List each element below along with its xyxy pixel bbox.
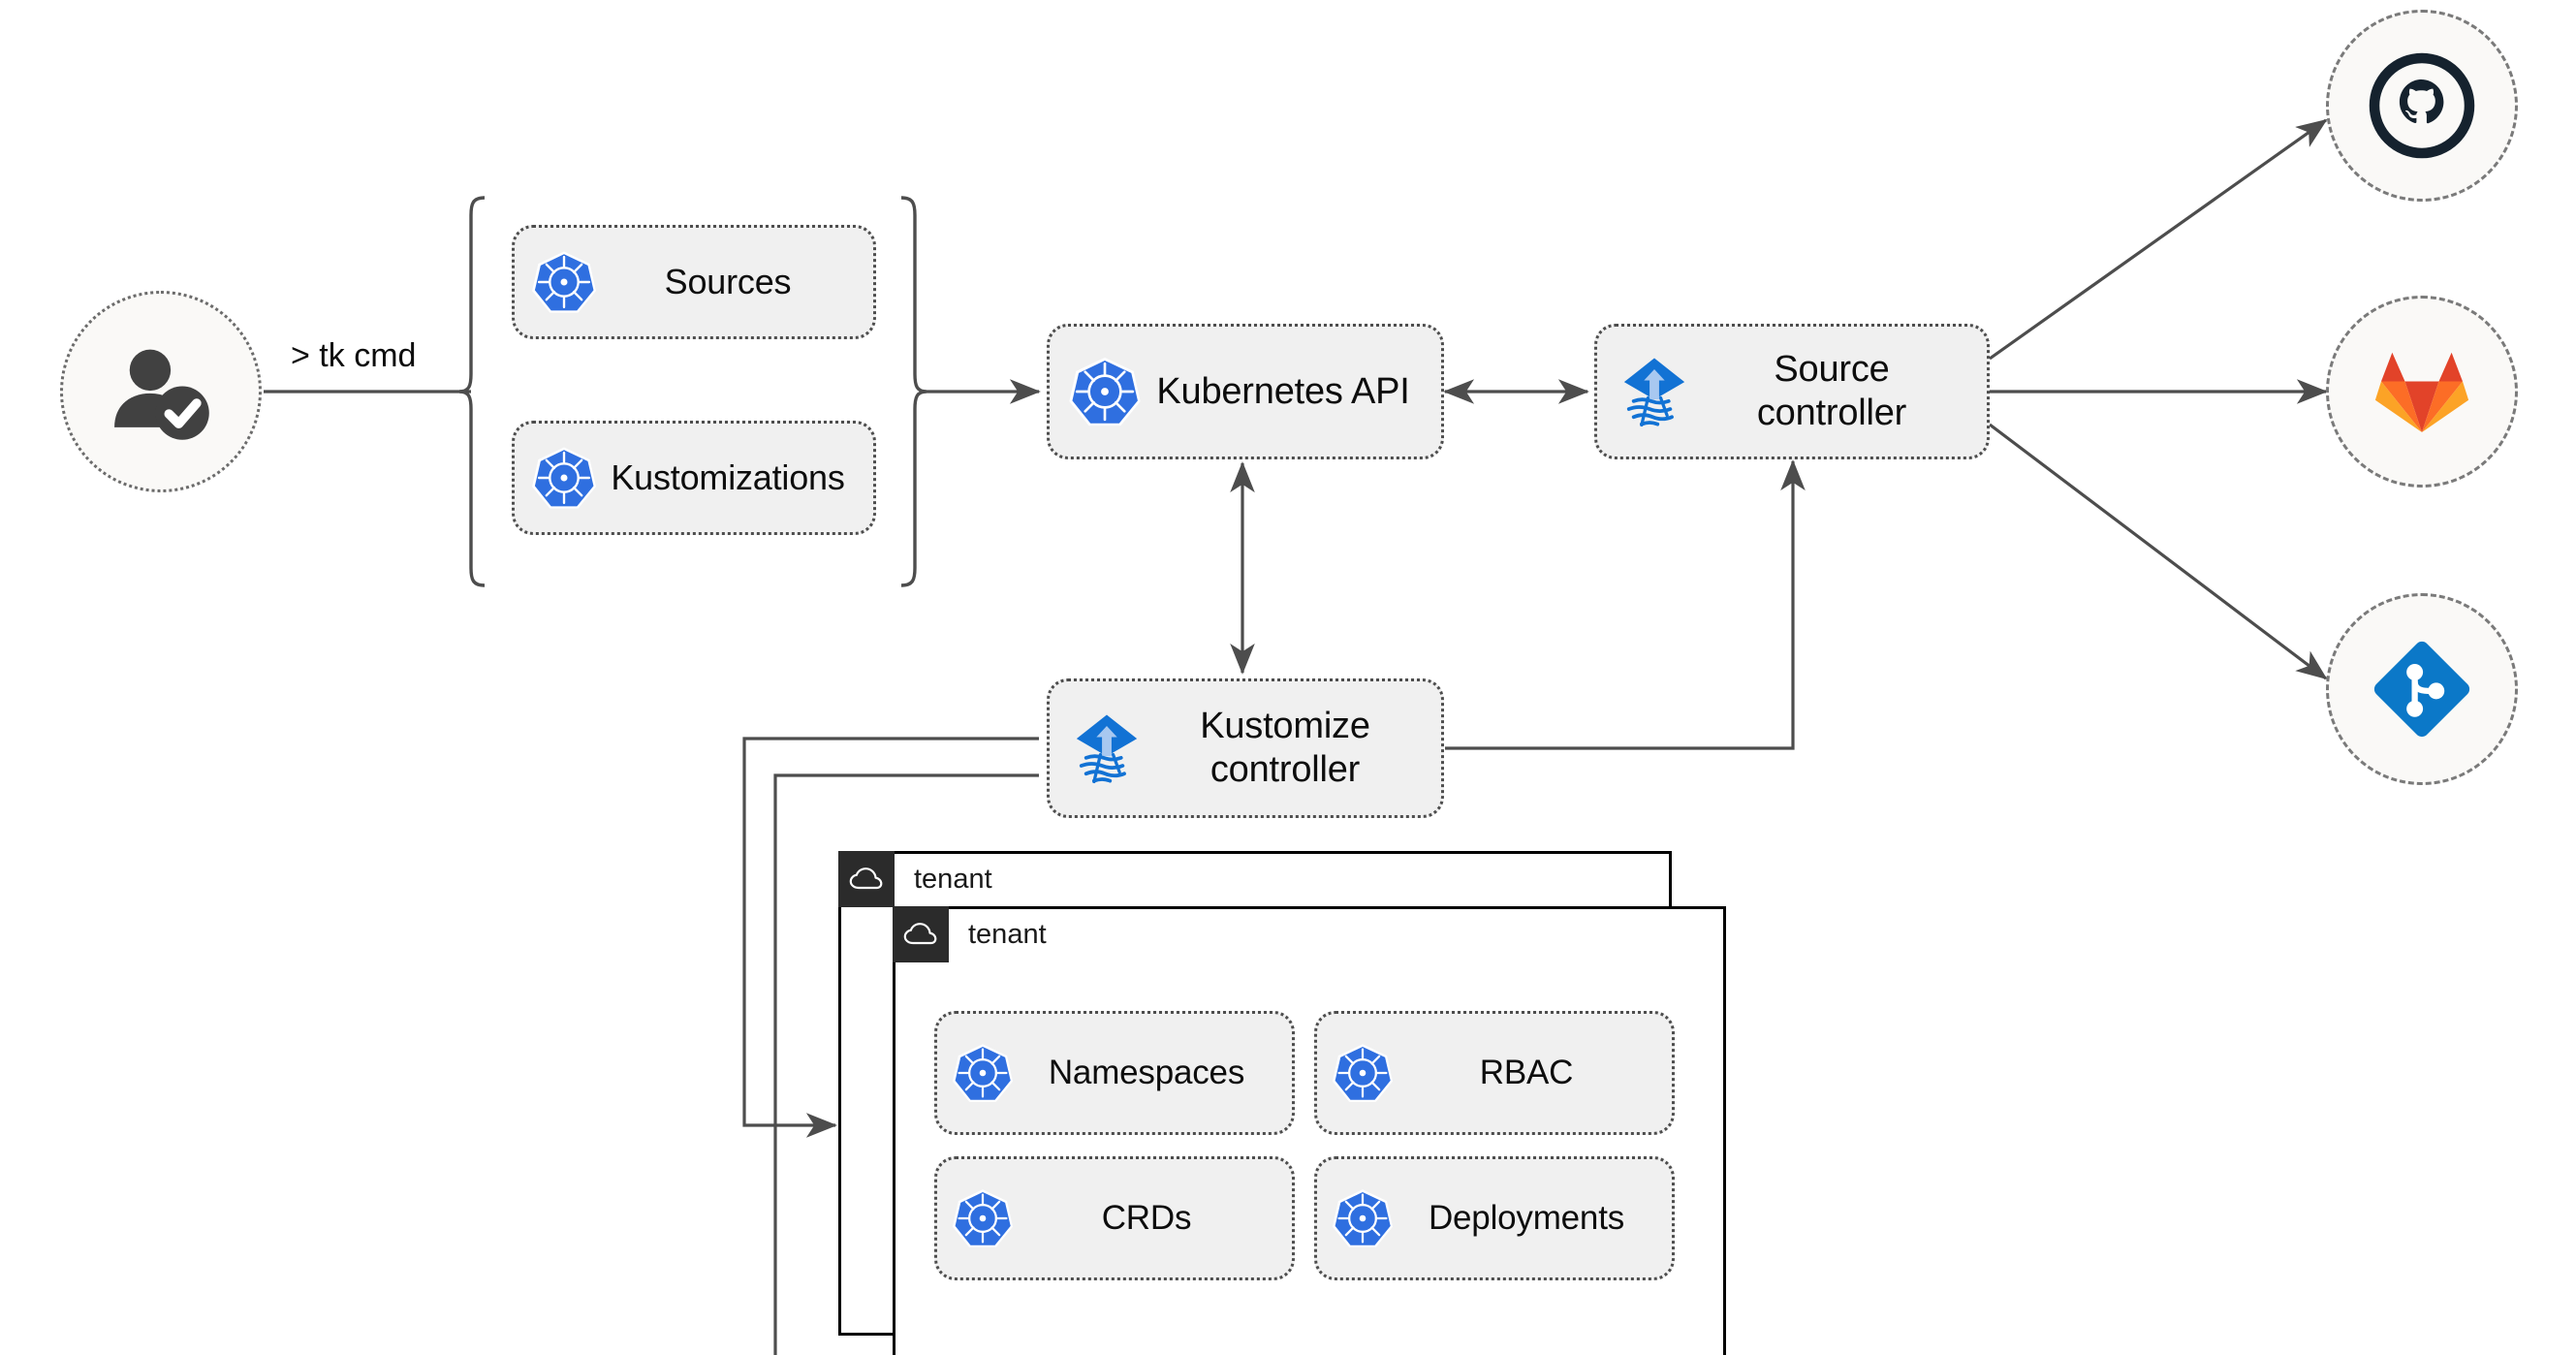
git-provider-gitlab[interactable] <box>2326 296 2518 488</box>
cloud-tab <box>838 851 895 907</box>
azure-repos-git-icon <box>2373 641 2470 738</box>
tenant-resource-crds[interactable]: CRDs <box>934 1156 1295 1280</box>
kubernetes-icon <box>532 251 596 313</box>
gitlab-icon <box>2374 352 2469 432</box>
kubernetes-icon <box>952 1189 1014 1247</box>
kubernetes-icon <box>1332 1044 1394 1102</box>
crd-box-label: Sources <box>664 261 792 301</box>
crd-box-sources[interactable]: Sources <box>512 225 876 339</box>
edge-source-to-azure <box>1989 423 2328 680</box>
kustomize-controller-node[interactable]: Kustomize controller <box>1047 678 1444 818</box>
cloud-tab <box>893 906 949 962</box>
tenant-resource-namespaces[interactable]: Namespaces <box>934 1011 1295 1135</box>
tenant-resource-label: Namespaces <box>1048 1054 1245 1092</box>
cloud-icon <box>849 867 883 890</box>
source-controller-node[interactable]: Source controller <box>1594 324 1990 459</box>
user-check-icon <box>114 349 209 440</box>
tenant-window-front[interactable]: tenant Namespaces <box>893 906 1726 1355</box>
crd-box-label: Kustomizations <box>611 457 845 497</box>
flux-icon <box>1076 714 1138 784</box>
github-icon <box>2369 52 2475 159</box>
git-provider-azure-repos[interactable] <box>2326 593 2518 785</box>
kubernetes-icon <box>532 447 596 509</box>
crd-box-kustomizations[interactable]: Kustomizations <box>512 421 876 535</box>
tenant-title-bar: tenant <box>838 851 1675 907</box>
cloud-icon <box>903 923 937 945</box>
tenant-resource-deployments[interactable]: Deployments <box>1314 1156 1675 1280</box>
edge-source-to-github <box>1989 118 2328 361</box>
kubernetes-icon <box>952 1044 1014 1102</box>
kubernetes-icon <box>1069 357 1141 426</box>
tenant-label: tenant <box>914 863 992 895</box>
kubernetes-icon <box>1332 1189 1394 1247</box>
edge-kustomize-to-source <box>1445 459 1806 750</box>
brace-right <box>900 196 927 587</box>
tenant-label: tenant <box>968 918 1047 950</box>
tenant-resource-rbac[interactable]: RBAC <box>1314 1011 1675 1135</box>
git-provider-github[interactable] <box>2326 10 2518 202</box>
tenant-title-bar: tenant <box>893 906 1729 962</box>
command-label: > tk cmd <box>291 337 417 374</box>
tenant-resource-label: Deployments <box>1428 1199 1625 1238</box>
kubernetes-api-label: Kubernetes API <box>1156 370 1410 412</box>
brace-left <box>458 196 486 587</box>
actor-node[interactable] <box>60 291 262 492</box>
kustomize-controller-label: Kustomize controller <box>1200 706 1370 790</box>
flux-icon <box>1623 358 1685 427</box>
tenant-resource-label: RBAC <box>1479 1054 1574 1092</box>
kubernetes-api-node[interactable]: Kubernetes API <box>1047 324 1444 459</box>
tenant-resource-label: CRDs <box>1101 1199 1192 1238</box>
source-controller-label: Source controller <box>1756 349 1907 433</box>
